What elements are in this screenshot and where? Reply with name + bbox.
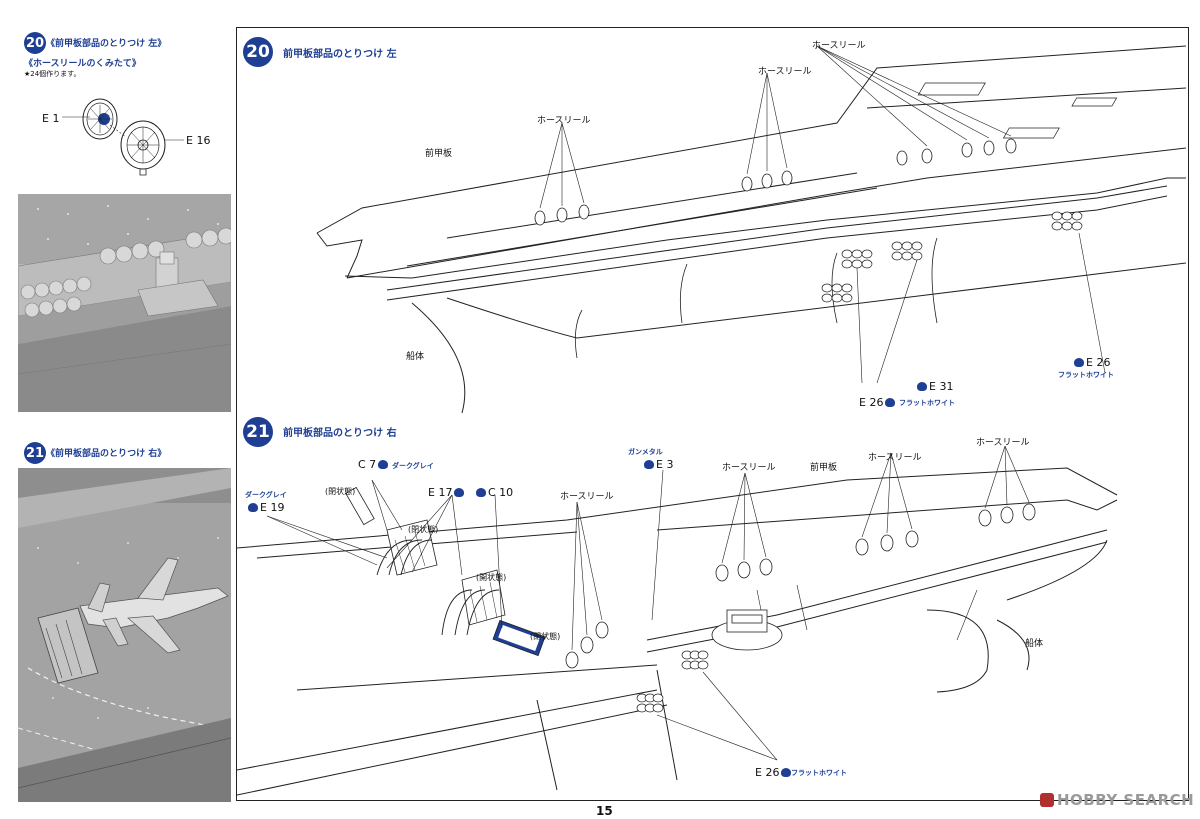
step-21-part-c10: C 10 [474,486,513,499]
step-21-hose-reel-label-2: ホースリール [722,463,776,473]
step-20-front-deck-label: 前甲板 [425,149,453,159]
step-20-hose-reel-label-2: ホースリール [758,67,812,77]
part-label-e16-small: E 16 [186,134,211,147]
step-21-hull-label: 船体 [1025,639,1044,649]
step-21-part-e19: E 19 [246,501,284,514]
photo-deck-hose-reels [18,194,231,412]
step-20-ship-drawing [316,45,1186,414]
watermark: HOBBY SEARCH [1040,791,1194,809]
hose-reel-assembly-title: 《ホースリールのくみたて》 [24,59,141,69]
step-20-badge: 20 [243,37,273,67]
step-21-part-e26: E 26 [755,766,793,779]
step-21-state-label-2: (閉状態) [408,525,439,534]
step-21-badge-small: 21 [24,442,46,464]
step-21-title-small: 《前甲板部品のとりつけ 右》 [46,449,167,459]
step-20-hull-label: 船体 [406,352,425,362]
step-21-hose-reel-label-1: ホースリール [560,492,614,502]
instruction-panel [236,27,1189,801]
step-20-hose-reel-label-1: ホースリール [537,116,591,126]
paint-dot-icon [781,768,792,777]
watermark-logo-icon [1040,793,1054,807]
step-20-part-e26-right: E 26 [1072,356,1110,369]
step-20-badge-small: 20 [24,32,46,54]
step-21-part-e3: E 3 [642,458,673,471]
step-21-hose-reel-label-3: ホースリール [868,453,922,463]
paint-dot-icon [248,503,258,512]
step-20-title: 前甲板部品のとりつけ 左 [283,49,397,60]
part-label-e1-small: E 1 [42,112,60,125]
step-21-part-c7: C 7 [358,458,390,471]
step-21-front-deck-label: 前甲板 [810,463,838,473]
paint-dot-icon [378,460,389,469]
step-20-e26-right-color: フラットホワイト [1058,371,1114,379]
step-21-ship-drawing [237,445,1118,796]
hose-reel-assembly-drawing [62,98,184,176]
paint-dot-icon [1074,358,1084,367]
step-21-c7-color: ダークグレイ [392,462,434,470]
paint-dot-icon [476,488,486,497]
step-20-title-small: 《前甲板部品のとりつけ 左》 [46,39,167,49]
step-20-part-e26-bottom: E 26 [859,396,897,409]
step-21-state-label-4: (閉状態) [530,632,561,641]
step-21-e3-color: ガンメタル [628,448,663,456]
paint-dot-icon [454,488,465,497]
step-21-badge: 21 [243,417,273,447]
step-20-e26-bottom-color: フラットホワイト [899,399,955,407]
step-21-title: 前甲板部品のとりつけ 右 [283,428,397,439]
paint-dot-icon [644,460,654,469]
step-21-e26-color: フラットホワイト [791,769,847,777]
step-21-state-label-1: (閉状態) [325,487,356,496]
photo-deck-with-jet [18,468,231,802]
step-20-hose-reel-label-3: ホースリール [812,41,866,51]
paint-dot-icon [885,398,896,407]
step-21-state-label-3: (開状態) [476,573,507,582]
step-21-e19-color: ダークグレイ [245,491,287,499]
assembly-note: ★24個作ります。 [24,70,81,78]
page-number: 15 [596,804,613,818]
step-21-part-e17: E 17 [428,486,466,499]
step-20-part-e31: E 31 [915,380,953,393]
step-21-hose-reel-label-4: ホースリール [976,438,1030,448]
paint-dot-icon [917,382,927,391]
